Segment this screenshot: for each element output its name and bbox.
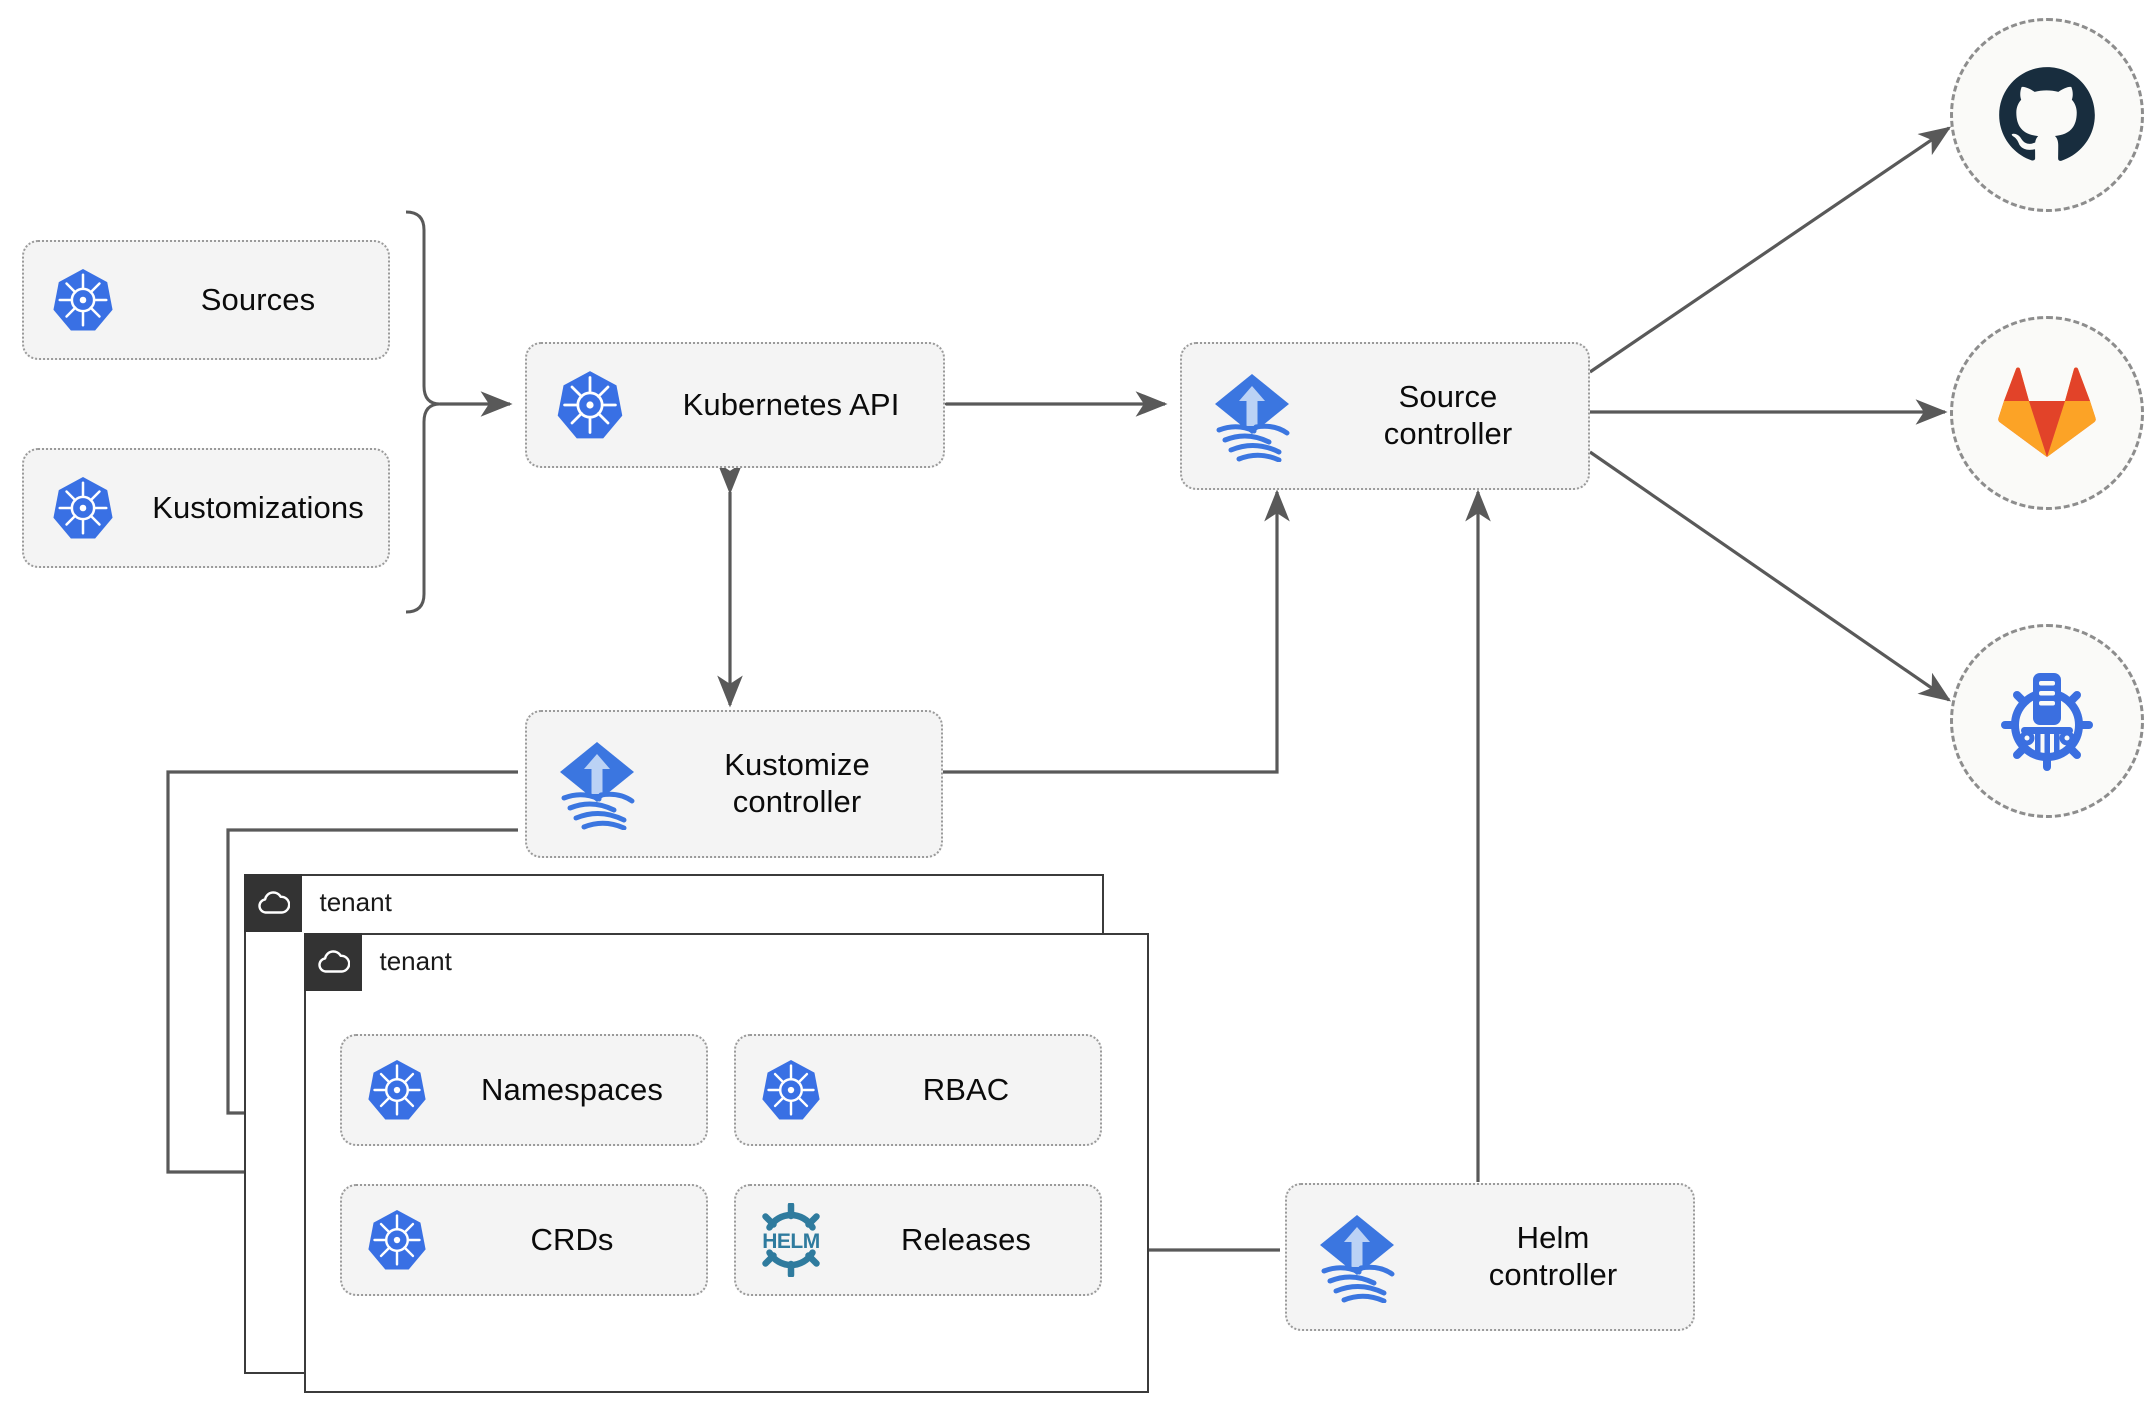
- tenant-tab-inner: tenant: [303, 932, 452, 991]
- node-label-helm-controller: Helm controller: [1488, 1220, 1618, 1292]
- node-rbac[interactable]: RBAC: [734, 1034, 1102, 1146]
- helm-repo-icon: [2001, 673, 2093, 771]
- tenant-container-inner: tenant: [303, 932, 1149, 1393]
- kubernetes-icon: [24, 267, 142, 333]
- tenant-label-inner: tenant: [379, 946, 452, 976]
- node-crds[interactable]: CRDs: [340, 1184, 708, 1296]
- node-label-rbac: RBAC: [922, 1071, 1010, 1107]
- repo-gitlab[interactable]: [1950, 316, 2144, 510]
- flux-icon: [1182, 370, 1322, 462]
- node-sources[interactable]: Sources: [22, 240, 390, 360]
- node-namespaces[interactable]: Namespaces: [340, 1034, 708, 1146]
- repo-github[interactable]: [1950, 18, 2144, 212]
- brace-group: [405, 210, 441, 614]
- node-label-kustomize-controller: Kustomize controller: [724, 747, 870, 819]
- node-label-crds: CRDs: [530, 1221, 614, 1257]
- kubernetes-icon: [736, 1058, 846, 1122]
- gitlab-icon: [1998, 367, 2096, 457]
- node-source-controller[interactable]: Source controller: [1180, 342, 1590, 490]
- node-releases[interactable]: HELM Releases: [734, 1184, 1102, 1296]
- kubernetes-icon: [342, 1058, 452, 1122]
- repo-helm[interactable]: [1950, 624, 2144, 818]
- flux-icon: [1287, 1211, 1427, 1303]
- cloud-icon: [303, 932, 362, 991]
- node-label-source-controller: Source controller: [1383, 379, 1513, 451]
- kubernetes-icon: [527, 369, 653, 441]
- node-label-releases: Releases: [900, 1221, 1032, 1257]
- node-label-kustomizations: Kustomizations: [152, 489, 364, 525]
- github-icon: [1999, 67, 2095, 161]
- edge-sourcectrl-github: [1589, 126, 1952, 374]
- kubernetes-icon: [24, 475, 142, 541]
- node-label-kubernetes-api: Kubernetes API: [682, 386, 900, 422]
- cloud-icon: [243, 873, 302, 932]
- node-helm-controller[interactable]: Helm controller: [1285, 1183, 1695, 1331]
- node-label-namespaces: Namespaces: [481, 1071, 663, 1107]
- node-kustomize-controller[interactable]: Kustomize controller: [525, 710, 943, 858]
- node-kubernetes-api[interactable]: Kubernetes API: [525, 342, 945, 468]
- kubernetes-icon: [342, 1208, 452, 1272]
- tenant-label-outer: tenant: [319, 887, 392, 917]
- node-kustomizations[interactable]: Kustomizations: [22, 448, 390, 568]
- tenant-tab-outer: tenant: [243, 873, 392, 932]
- helm-icon: HELM: [736, 1203, 846, 1277]
- flux-icon: [527, 738, 667, 830]
- edge-sourcectrl-helmrepo: [1589, 450, 1952, 702]
- node-label-sources: Sources: [200, 281, 316, 317]
- edge-kustomizectrl-sourcectrl: [942, 489, 1290, 774]
- svg-text:HELM: HELM: [762, 1230, 820, 1253]
